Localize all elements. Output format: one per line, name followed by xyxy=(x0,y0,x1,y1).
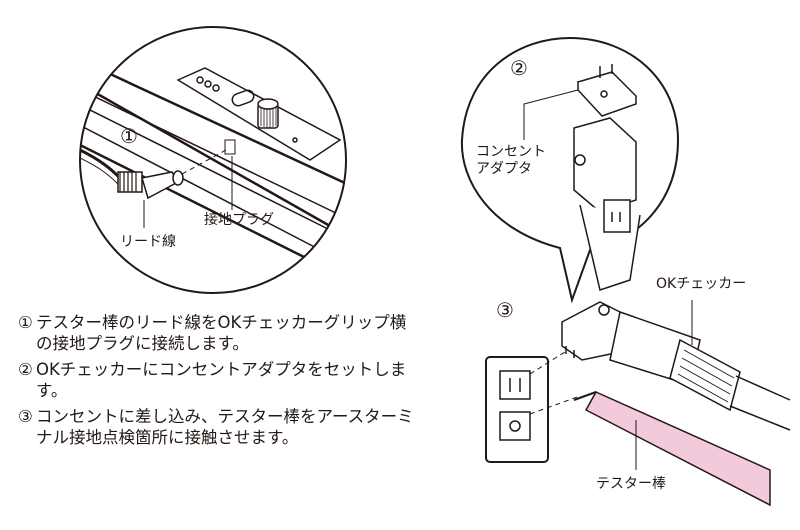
ground-plug-label: 接地プラグ xyxy=(204,212,274,228)
step-text: OKチェッカーにコンセントアダプタをセットします。 xyxy=(36,360,407,400)
step-text: コンセントに差し込み、テスター棒をアースターミナル接地点検箇所に接触させます。 xyxy=(36,407,414,447)
step-marker: ① xyxy=(18,313,33,332)
step-text: テスター棒のリード線をOKチェッカーグリップ横の接地プラグに接続します。 xyxy=(36,313,407,353)
panel1-marker: ① xyxy=(120,124,138,148)
lead-wire-label: リード線 xyxy=(120,234,176,250)
instruction-step: ② OKチェッカーにコンセントアダプタをセットします。 xyxy=(18,359,418,401)
outlet-adapter-label-line1: コンセント xyxy=(476,144,546,160)
panel2-marker: ② xyxy=(510,56,528,80)
step-marker: ② xyxy=(18,360,33,379)
panel3-drawing xyxy=(485,300,791,507)
instruction-list: ① テスター棒のリード線をOKチェッカーグリップ横の接地プラグに接続します。 ②… xyxy=(18,312,418,453)
outlet-adapter-label-line2: アダプタ xyxy=(476,161,532,177)
tester-rod-label: テスター棒 xyxy=(596,476,666,492)
ok-checker-label: OKチェッカー xyxy=(656,276,747,292)
step-marker: ③ xyxy=(18,407,33,426)
instruction-step: ① テスター棒のリード線をOKチェッカーグリップ横の接地プラグに接続します。 xyxy=(18,312,418,354)
instruction-step: ③ コンセントに差し込み、テスター棒をアースターミナル接地点検箇所に接触させます… xyxy=(18,406,418,448)
panel3-marker: ③ xyxy=(496,298,514,322)
panel2-zoom-bubble xyxy=(460,36,680,304)
panel1-zoom-circle xyxy=(79,26,347,294)
